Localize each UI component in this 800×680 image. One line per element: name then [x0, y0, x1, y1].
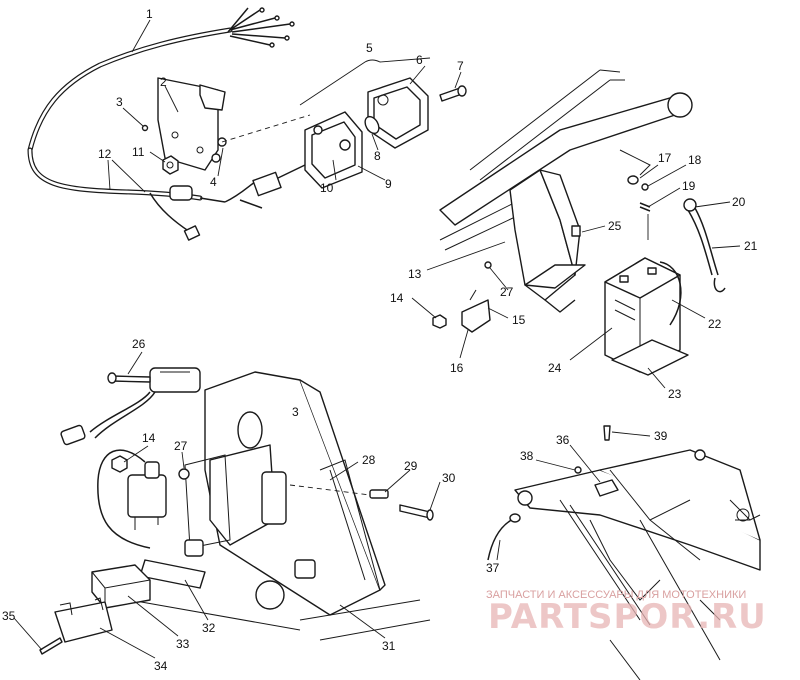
callout-11: 11 — [132, 145, 145, 159]
callout-29: 29 — [404, 459, 418, 473]
watermark-logo: PARTSPOR.RU — [488, 597, 767, 637]
callout-8: 8 — [374, 149, 381, 163]
pad-25 — [571, 225, 581, 237]
callout-33: 33 — [176, 637, 190, 651]
watermark-caption: ЗАПЧАСТИ И АКСЕССУАРЫ ДЛЯ МОТОТЕХНИКИ — [486, 589, 746, 601]
nut-14b — [111, 455, 128, 473]
wiring-harness — [27, 7, 306, 241]
callout-20: 20 — [732, 195, 746, 209]
callout-28: 28 — [362, 453, 376, 467]
ignition-coil — [97, 449, 167, 549]
callout-22: 22 — [708, 317, 722, 331]
callout-2: 2 — [160, 75, 167, 89]
callout-37: 37 — [486, 561, 500, 575]
bolt-35 — [39, 637, 63, 655]
battery-cable-21 — [683, 198, 726, 293]
bolt-29 — [369, 489, 389, 499]
callout-3: 3 — [116, 95, 123, 109]
cdi-box — [60, 367, 201, 446]
callout-12: 12 — [98, 147, 112, 161]
callout-24: 24 — [548, 361, 562, 375]
screw-3 — [141, 124, 149, 132]
callout-3b: 3 — [292, 405, 299, 419]
screw-7 — [439, 85, 467, 102]
callout-14b: 14 — [142, 431, 156, 445]
callout-27b: 27 — [174, 439, 188, 453]
callout-10: 10 — [320, 181, 334, 195]
watermark: ЗАПЧАСТИ И АКСЕССУАРЫ ДЛЯ МОТОТЕХНИКИ PA… — [486, 589, 767, 637]
tail-light-housing — [304, 111, 363, 189]
callout-27: 27 — [500, 285, 514, 299]
frame-tube — [439, 69, 693, 251]
callout-26: 26 — [132, 337, 146, 351]
callout-labels: 1 2 3 4 5 6 7 8 9 10 11 12 13 14 15 16 1… — [2, 7, 758, 673]
bracket-34 — [54, 597, 113, 643]
callout-30: 30 — [442, 471, 456, 485]
callout-23: 23 — [668, 387, 682, 401]
callout-15: 15 — [512, 313, 526, 327]
bulkhead-panel — [129, 371, 431, 641]
callout-17: 17 — [658, 151, 672, 165]
callout-31: 31 — [382, 639, 396, 653]
callout-25: 25 — [608, 219, 622, 233]
callout-6: 6 — [416, 53, 423, 67]
nut-18 — [641, 183, 649, 191]
wire-clip-37 — [487, 513, 521, 561]
mounting-strap-32 — [139, 559, 206, 589]
battery-bracket — [509, 169, 586, 313]
tail-light-lens — [367, 77, 429, 149]
callout-1: 1 — [146, 7, 153, 21]
callout-5: 5 — [366, 41, 373, 55]
callout-34: 34 — [154, 659, 168, 673]
callout-36: 36 — [556, 433, 570, 447]
screw-39 — [603, 425, 611, 441]
chassis-frame — [514, 449, 761, 680]
callout-4: 4 — [210, 175, 217, 189]
callout-14: 14 — [390, 291, 404, 305]
grommet-38 — [574, 466, 582, 474]
callout-39: 39 — [654, 429, 668, 443]
bulb-8 — [364, 115, 380, 135]
battery-pad-23 — [611, 339, 689, 376]
callout-35: 35 — [2, 609, 16, 623]
bolt-26 — [107, 372, 151, 384]
bracket-36 — [594, 479, 619, 497]
callout-9: 9 — [385, 177, 392, 191]
callout-21: 21 — [744, 239, 758, 253]
callout-38: 38 — [520, 449, 534, 463]
bracket-5 — [299, 57, 431, 106]
washer-27 — [484, 261, 492, 269]
bolt-30 — [399, 504, 434, 521]
nut-14 — [432, 314, 447, 329]
washer-27b — [178, 468, 190, 480]
callout-18: 18 — [688, 153, 702, 167]
leader-lines — [13, 19, 741, 659]
clamp-16 — [461, 289, 491, 333]
callout-13: 13 — [408, 267, 422, 281]
callout-19: 19 — [682, 179, 696, 193]
terminal-17 — [627, 175, 639, 185]
lock-nut-11 — [162, 155, 179, 175]
battery-strap — [659, 261, 682, 326]
callout-16: 16 — [450, 361, 464, 375]
callout-7: 7 — [457, 59, 464, 73]
callout-32: 32 — [202, 621, 216, 635]
